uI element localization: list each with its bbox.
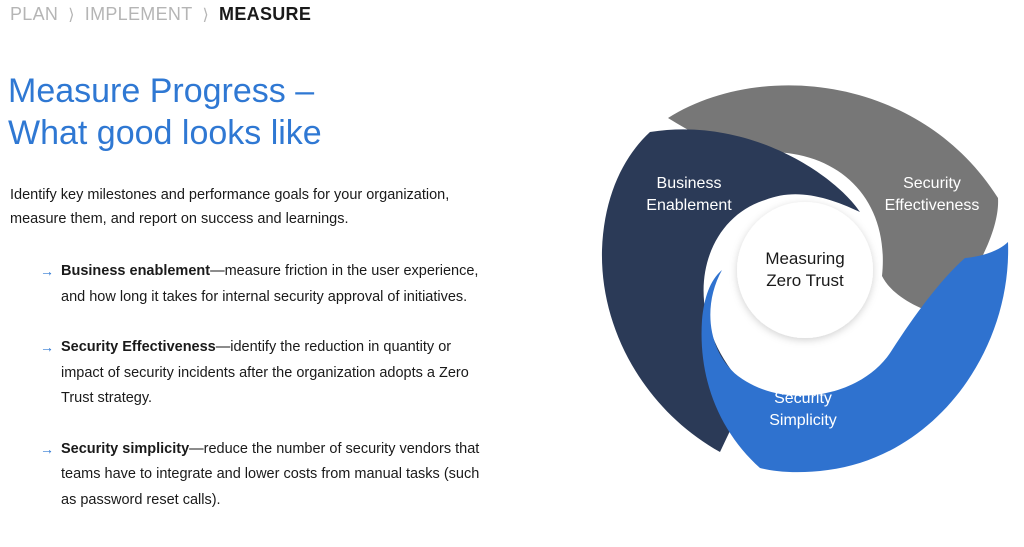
- goal-text: —reduce the number of security vendors t…: [189, 440, 480, 457]
- breadcrumb-measure: MEASURE: [219, 4, 312, 24]
- center-label-line-2: Zero Trust: [766, 271, 844, 290]
- segment-security-simplicity: [701, 242, 1009, 473]
- goal-text: teams have to integrate and lower costs …: [61, 466, 480, 482]
- arrow-right-icon: →: [40, 263, 54, 279]
- goal-item-business-enablement: → Business enablement—measure friction i…: [40, 259, 480, 310]
- segment-label-simplicity-line-1: Security: [774, 390, 832, 407]
- title-line-1: Measure Progress –: [8, 72, 315, 110]
- arrow-right-icon: →: [40, 440, 54, 457]
- goal-text: —identify the reduction in quantity or: [215, 339, 452, 355]
- arrow-right-icon: →: [40, 339, 54, 355]
- page-title: Measure Progress – What good looks like: [8, 70, 528, 154]
- breadcrumb: PLAN ⟩ IMPLEMENT ⟩ MEASURE: [10, 4, 311, 25]
- segment-label-effectiveness-line-2: Effectiveness: [885, 197, 980, 214]
- goal-text: and how long it takes for internal secur…: [61, 288, 468, 305]
- goal-list: → Business enablement—measure friction i…: [40, 259, 480, 513]
- title-line-2: What good looks like: [8, 114, 322, 152]
- goal-heading: Security Effectiveness: [61, 339, 216, 355]
- goal-text: Trust strategy.: [61, 390, 153, 406]
- goal-text: as password reset calls).: [61, 491, 221, 508]
- segment-label-simplicity-line-2: Simplicity: [769, 412, 837, 429]
- zero-trust-cycle-diagram: Measuring Zero Trust Business Enablement…: [590, 80, 1020, 480]
- goal-text: impact of security incidents after the o…: [61, 364, 469, 381]
- segment-business-enablement: [601, 129, 860, 452]
- goal-text: —measure friction in the user experience…: [210, 263, 479, 279]
- segment-label-business-line-1: Business: [657, 175, 722, 192]
- goal-item-security-simplicity: → Security simplicity—reduce the number …: [40, 437, 480, 514]
- segment-label-business-line-2: Enablement: [646, 197, 732, 214]
- goal-heading: Business enablement: [61, 263, 211, 279]
- breadcrumb-separator: ⟩: [202, 6, 210, 24]
- breadcrumb-separator: ⟩: [68, 6, 75, 24]
- segment-label-effectiveness-line-1: Security: [903, 175, 961, 192]
- goal-heading: Security simplicity: [61, 440, 190, 457]
- center-label-line-1: Measuring: [765, 249, 844, 268]
- goal-item-security-effectiveness: → Security Effectiveness—identify the re…: [40, 335, 480, 412]
- breadcrumb-implement[interactable]: IMPLEMENT: [84, 4, 193, 24]
- center-hub: [737, 202, 873, 338]
- intro-text: Identify key milestones and performance …: [10, 183, 490, 231]
- breadcrumb-plan[interactable]: PLAN: [10, 4, 59, 24]
- intro-line-2: measure them, and report on success and …: [10, 211, 349, 227]
- intro-line-1: Identify key milestones and performance …: [10, 187, 450, 203]
